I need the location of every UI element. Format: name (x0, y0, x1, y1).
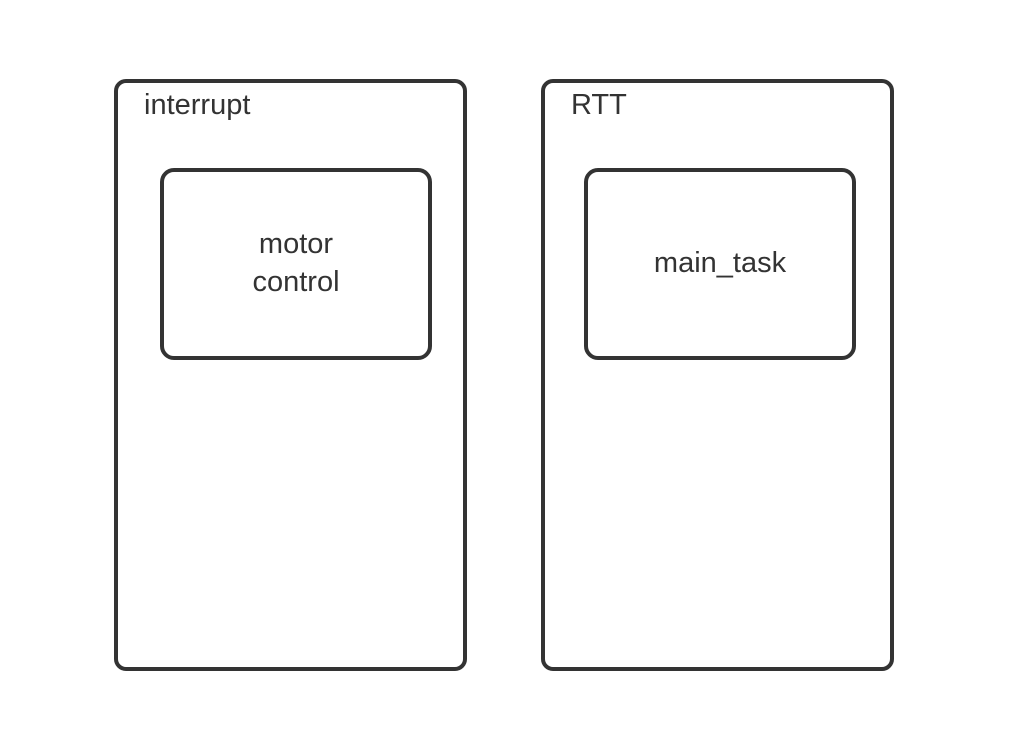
node-motor-control: motor control (160, 168, 432, 360)
container-interrupt-label: interrupt (144, 89, 251, 121)
node-main-task-label: main_task (653, 247, 787, 280)
container-rtt: RTT main_task (541, 79, 894, 671)
node-motor-control-label: motor control (252, 228, 340, 298)
container-rtt-label: RTT (571, 89, 627, 121)
node-main-task: main_task (584, 168, 856, 360)
container-interrupt: interrupt motor control (114, 79, 467, 671)
